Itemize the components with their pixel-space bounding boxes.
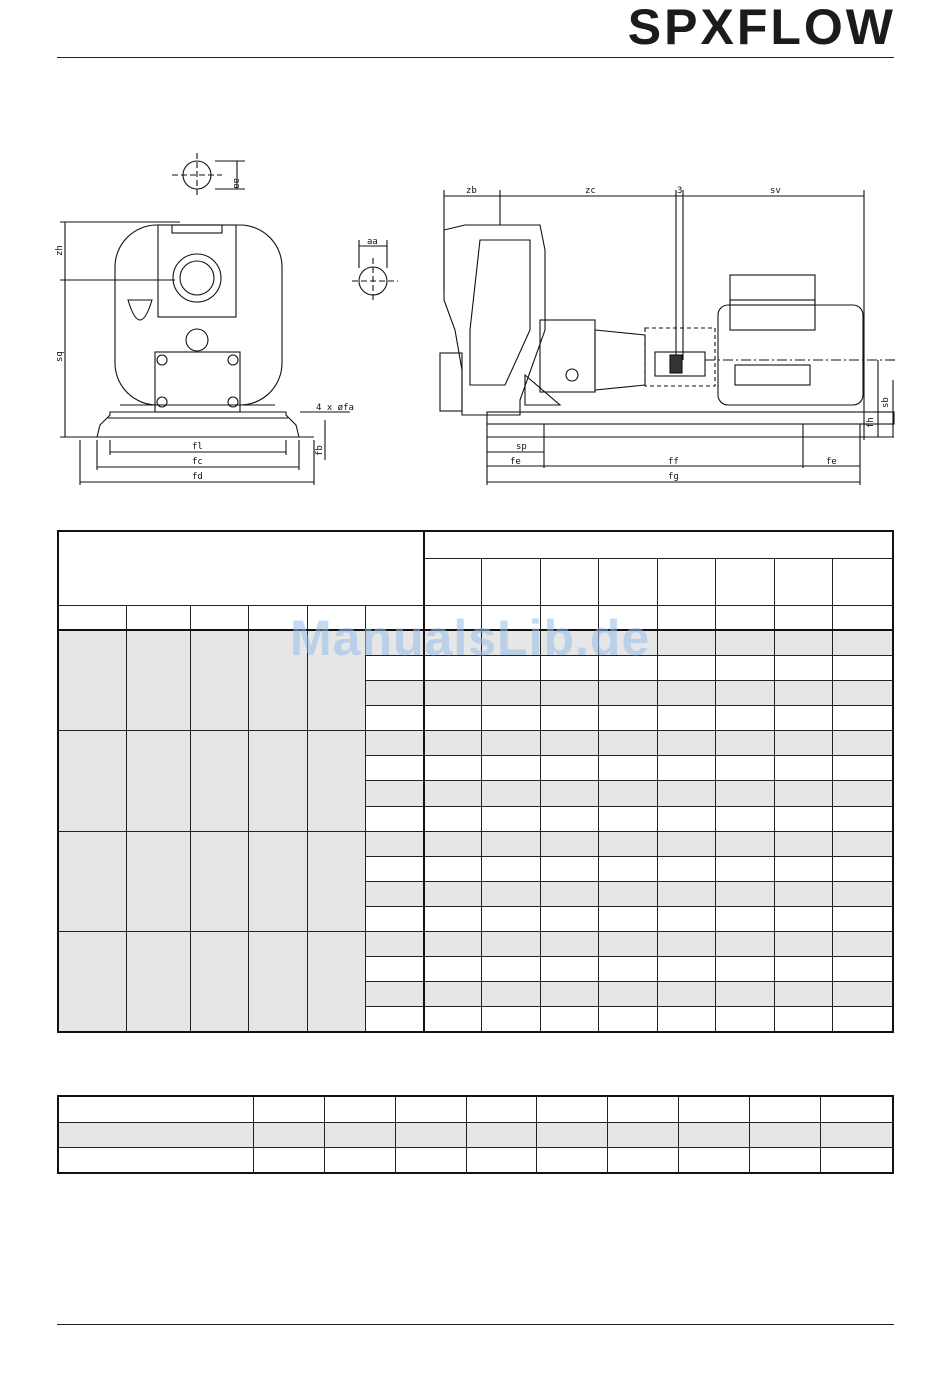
dim-label-fg: fg <box>668 472 679 482</box>
spxflow-logo: SPXFLOW <box>627 0 896 55</box>
dim-label-fd: fd <box>192 472 203 482</box>
secondary-table <box>57 1095 894 1174</box>
dim-label-fa: 4 x øfa <box>316 403 354 413</box>
watermark-text: ManualsLib.de <box>290 610 651 666</box>
pump-dimension-drawing: aa zh sq 4 x øfa fb fl fc fd aa zb zc 3 … <box>55 153 895 485</box>
dim-label-fh: fh <box>866 417 876 428</box>
dim-label-ff: ff <box>668 457 679 467</box>
dimension-table <box>57 530 894 1033</box>
footer-rule <box>57 1324 894 1325</box>
dim-label-fb: fb <box>315 445 325 456</box>
dim-label-aa-side: aa <box>367 237 378 247</box>
dim-label-sp: sp <box>516 442 527 452</box>
dim-label-fe-left: fe <box>510 457 521 467</box>
dim-label-zc: zc <box>585 186 596 196</box>
dim-label-sv: sv <box>770 186 781 196</box>
dim-label-fl: fl <box>192 442 203 452</box>
table-header-span <box>423 530 894 559</box>
header-rule <box>57 57 894 58</box>
dim-label-sb: sb <box>881 397 891 408</box>
dim-label-sq: sq <box>55 351 65 362</box>
dim-label-3: 3 <box>677 186 682 196</box>
table-header-block <box>57 530 425 606</box>
dim-label-fe-right: fe <box>826 457 837 467</box>
dim-label-zh: zh <box>55 245 65 256</box>
dim-label-fc: fc <box>192 457 203 467</box>
dim-label-aa: aa <box>231 178 241 189</box>
dim-label-zb: zb <box>466 186 477 196</box>
